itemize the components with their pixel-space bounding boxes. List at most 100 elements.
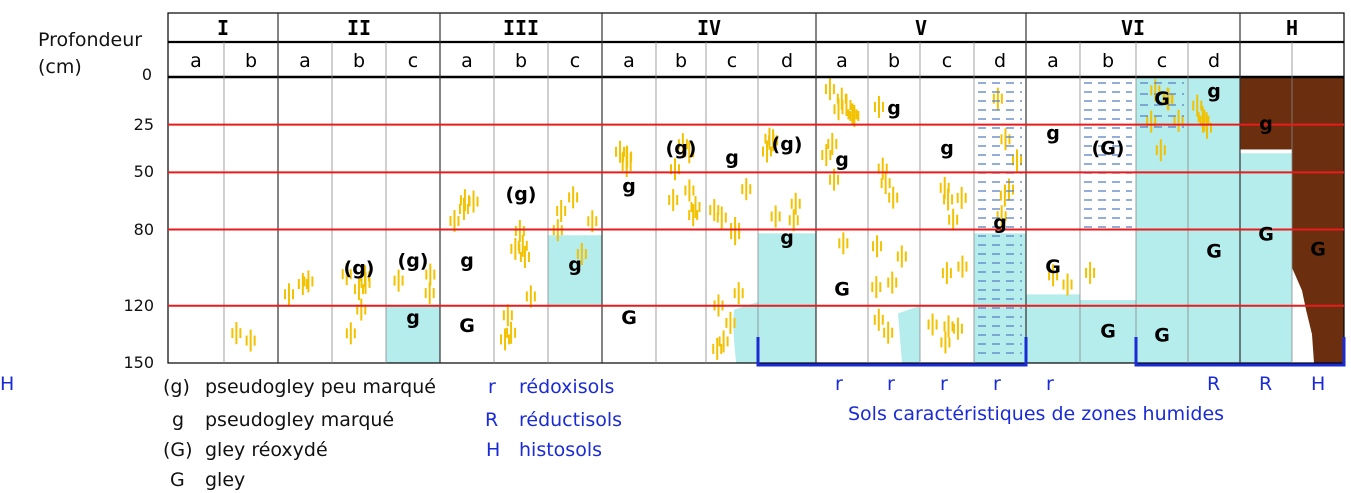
profile-mark: G [1045, 256, 1061, 278]
soil-type-key: R [485, 409, 499, 431]
mottle [353, 278, 364, 301]
profile-mark: G [1154, 324, 1170, 346]
legend-desc: pseudogley peu marqué [205, 376, 436, 398]
gley-zone [1240, 153, 1292, 363]
profile-mark: (g) [398, 250, 429, 272]
sub-header: a [299, 50, 311, 72]
mottle [1192, 94, 1203, 117]
mottle [690, 196, 701, 219]
legend-key: g [172, 409, 185, 431]
mottle [424, 282, 435, 305]
sub-header: c [727, 50, 737, 72]
profile-mark: G [1206, 241, 1222, 263]
legend-key: (G) [163, 439, 193, 461]
mottle [790, 192, 801, 215]
mottle [514, 219, 525, 242]
column-code: r [887, 373, 895, 395]
gley-zone [974, 233, 1026, 363]
depth-tick: 25 [133, 114, 154, 134]
gley-zone [548, 235, 602, 306]
mottle [709, 199, 720, 222]
wetland-bracket [1134, 337, 1346, 367]
profile-mark: g [1046, 122, 1060, 144]
sub-header: a [1047, 50, 1059, 72]
sub-header: c [408, 50, 418, 72]
profile-mark: G [621, 307, 637, 329]
mottle [670, 158, 681, 181]
class-header: I [217, 16, 229, 40]
class-header: H [1286, 16, 1298, 40]
mottle [764, 127, 775, 150]
table-frame [167, 12, 1345, 364]
sub-header: a [836, 50, 848, 72]
sub-header: c [942, 50, 952, 72]
legend-desc: gley réoxydé [205, 439, 328, 461]
mottle [725, 311, 736, 334]
mottle [827, 132, 838, 155]
column-code: R [1259, 373, 1273, 395]
mottle [873, 95, 884, 118]
depth-tick: 120 [123, 295, 154, 315]
mottle [568, 186, 579, 209]
wetland-bracket [756, 337, 1028, 367]
mottle [525, 285, 536, 308]
mottle [741, 178, 752, 201]
mottle [952, 317, 963, 340]
profile-mark: g [1207, 80, 1221, 102]
mottle [1048, 264, 1059, 287]
soil-type-key: H [486, 439, 501, 461]
mottle [824, 78, 835, 101]
wetland-brackets [756, 337, 1346, 367]
mottle [948, 208, 959, 231]
profile-mark: g [568, 254, 582, 276]
axis-title-line1: Profondeur [38, 29, 143, 51]
sub-header: c [570, 50, 580, 72]
depth-tick: 50 [133, 162, 154, 182]
mottle [788, 209, 799, 232]
sub-header: a [190, 50, 202, 72]
mottle [718, 330, 729, 353]
legend-key: G [170, 469, 185, 491]
mottle [992, 87, 1003, 110]
wetland-caption: Sols caractéristiques de zones humides [848, 403, 1225, 425]
mottle [684, 141, 695, 164]
sub-header: d [781, 50, 793, 72]
profile-mark: g [1259, 113, 1273, 135]
soil-fills [386, 77, 1344, 363]
mottle [510, 237, 521, 260]
table-grid [167, 12, 1345, 364]
class-header: V [915, 16, 927, 40]
profile-mark: G [1154, 88, 1170, 110]
profile-mark: g [460, 250, 474, 272]
depth-tick: 0 [141, 65, 152, 84]
sub-header: b [1102, 50, 1114, 72]
profile-mark: g [622, 176, 636, 198]
profile-mark: g [406, 307, 420, 329]
legend-desc: gley [205, 469, 246, 491]
class-header: II [347, 16, 371, 40]
mottle [360, 271, 371, 294]
mottle [871, 276, 882, 299]
mottle [943, 188, 954, 211]
soil-type-desc: réductisols [519, 409, 623, 431]
column-code: r [940, 373, 948, 395]
mottle [502, 304, 513, 327]
mottle [459, 189, 470, 212]
profile-mark: G [1258, 223, 1274, 245]
sub-header: b [888, 50, 900, 72]
profile-mark: (g) [666, 138, 697, 160]
mottle [519, 245, 530, 268]
mottle [838, 232, 849, 255]
profile-mark: G [1310, 239, 1326, 261]
mottle [849, 105, 860, 128]
mottle [231, 322, 242, 345]
mottle [283, 283, 294, 306]
profile-mark: (g) [506, 183, 537, 205]
mottle [883, 321, 894, 344]
mottle [1012, 149, 1023, 172]
sub-header: b [353, 50, 365, 72]
legend-desc: pseudogley marqué [205, 409, 395, 431]
gley-zone [386, 305, 440, 363]
